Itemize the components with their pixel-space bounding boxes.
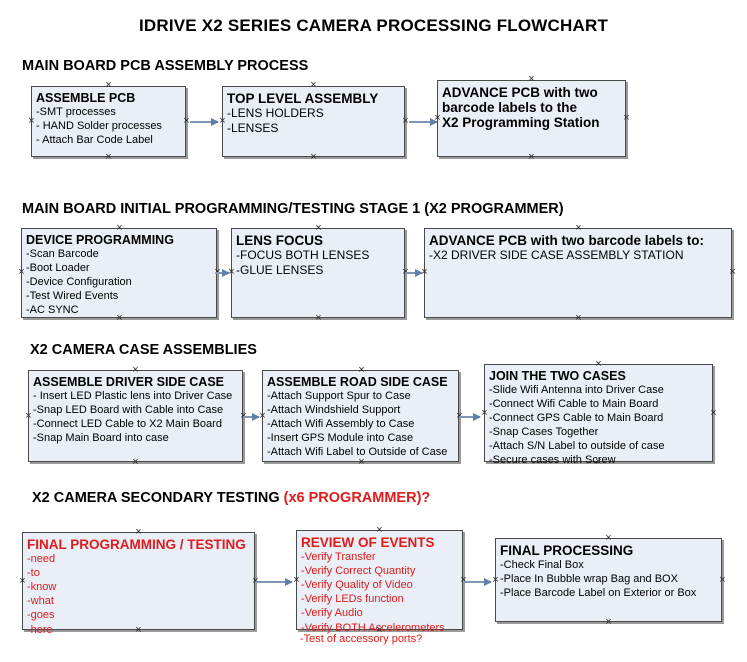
node-line: -Place Barcode Label on Exterior or Box (500, 587, 697, 600)
node-line: -Connect Wifi Cable to Main Board (489, 398, 659, 411)
node-line: -Connect GPS Cable to Main Board (489, 412, 664, 425)
node-line: -Test Wired Events (26, 290, 119, 303)
node-line: -GLUE LENSES (236, 263, 324, 278)
section-heading-main-board-pcb-assembly-process: MAIN BOARD PCB ASSEMBLY PROCESS (22, 58, 308, 74)
section-heading-main-board-initial-programming-testing-stage-1: MAIN BOARD INITIAL PROGRAMMING/TESTING S… (22, 201, 564, 217)
connector-lens-focus-to-advance-pcb-driver-side (406, 269, 423, 277)
connector-review-of-events-to-final-processing (464, 578, 492, 586)
node-line: -Attach S/N Label to outside of case (489, 440, 665, 453)
node-assemble-pcb[interactable]: ASSEMBLE PCB -SMT processes - HAND Solde… (31, 86, 186, 157)
node-header: DEVICE PROGRAMMING (26, 233, 174, 247)
node-line: -Snap LED Board with Cable into Case (33, 404, 224, 417)
node-line: -Verify Audio (301, 607, 363, 620)
node-line: -to (27, 567, 40, 580)
node-line: -Verify Correct Quantity (301, 565, 416, 578)
section-heading-text: X2 CAMERA SECONDARY TESTING (32, 490, 284, 506)
node-device-programming[interactable]: DEVICE PROGRAMMING -Scan Barcode -Boot L… (21, 228, 217, 318)
node-line: -Check Final Box (500, 559, 584, 572)
section-heading-x2-camera-secondary-testing: X2 CAMERA SECONDARY TESTING (x6 PROGRAMM… (32, 490, 430, 506)
section-heading-text: MAIN BOARD PCB ASSEMBLY PROCESS (22, 58, 309, 74)
node-line: -Verify BOTH Accelerometers (301, 621, 445, 634)
node-line: X2 Programming Station (442, 115, 600, 131)
node-line: -Verify LEDs function (301, 593, 404, 606)
node-final-programming-testing[interactable]: FINAL PROGRAMMING / TESTING -need -to -k… (22, 532, 255, 636)
node-line: - Insert LED Plastic lens into Driver Ca… (33, 390, 233, 402)
node-line: -Attach Support Spur to Case (267, 390, 411, 402)
node-header: TOP LEVEL ASSEMBLY (227, 91, 379, 106)
connector-top-level-assembly-to-advance-pcb (409, 118, 438, 126)
node-line: - Attach Bar Code Label (36, 134, 153, 147)
node-header: ADVANCE PCB with two barcode labels to: (429, 233, 705, 248)
node-line: -Device Configuration (26, 276, 132, 289)
node-line: -Slide Wifi Antenna into Driver Case (489, 384, 664, 396)
node-line: -goes (27, 609, 55, 622)
node-assemble-road-side-case[interactable]: ASSEMBLE ROAD SIDE CASE -Attach Support … (262, 370, 459, 462)
node-line: -Secure cases with Screw (489, 454, 616, 467)
node-review-of-events[interactable]: REVIEW OF EVENTS -Verify Transfer -Verif… (296, 530, 463, 645)
node-advance-pcb-to-driver-side-case-assembly-station[interactable]: ADVANCE PCB with two barcode labels to: … (424, 228, 732, 318)
node-assemble-driver-side-case[interactable]: ASSEMBLE DRIVER SIDE CASE - Insert LED P… (28, 370, 243, 462)
node-top-level-assembly[interactable]: TOP LEVEL ASSEMBLY -LENS HOLDERS -LENSES (222, 86, 405, 157)
node-line: -X2 DRIVER SIDE CASE ASSEMBLY STATION (429, 248, 684, 263)
node-line: -what (27, 595, 54, 608)
section-heading-accent: (x6 PROGRAMMER)? (283, 490, 431, 506)
node-line: -Connect LED Cable to X2 Main Board (33, 418, 222, 431)
node-line: -Place In Bubble wrap Bag and BOX (500, 573, 678, 586)
node-header: ASSEMBLE ROAD SIDE CASE (267, 375, 448, 389)
node-line: -need (27, 553, 56, 566)
node-line: -SMT processes (36, 106, 116, 118)
node-header: FINAL PROCESSING (500, 543, 634, 558)
node-header: REVIEW OF EVENTS (301, 535, 435, 550)
node-line: -Boot Loader (26, 262, 90, 275)
section-heading-x2-camera-case-assemblies: X2 CAMERA CASE ASSEMBLIES (30, 342, 257, 358)
node-lens-focus[interactable]: LENS FOCUS -FOCUS BOTH LENSES -GLUE LENS… (231, 228, 405, 318)
node-advance-pcb-to-x2-programming-station[interactable]: ADVANCE PCB with two barcode labels to t… (437, 80, 626, 157)
node-line: barcode labels to the (442, 100, 578, 116)
node-line: -Verify Transfer (301, 551, 376, 564)
node-line: -Snap Main Board into case (33, 432, 169, 445)
node-line: -Attach Windshield Support (267, 404, 401, 417)
node-line: -Attach Wifi Assembly to Case (267, 418, 415, 431)
node-line: -Scan Barcode (26, 248, 99, 260)
section-heading-text: X2 CAMERA CASE ASSEMBLIES (30, 342, 257, 358)
node-line: -AC SYNC (26, 304, 79, 317)
connector-driver-side-to-road-side (244, 413, 260, 421)
connector-road-side-to-join-cases (460, 413, 481, 421)
node-line: -Attach Wifi Label to Outside of Case (267, 446, 448, 459)
node-final-processing[interactable]: FINAL PROCESSING -Check Final Box -Place… (495, 538, 722, 622)
node-line: -here (27, 623, 53, 636)
connector-device-programming-to-lens-focus (216, 269, 230, 277)
node-line: -LENS HOLDERS (227, 106, 324, 121)
node-line: -FOCUS BOTH LENSES (236, 248, 370, 263)
node-header: ASSEMBLE PCB (36, 91, 136, 105)
connector-assemble-pcb-to-top-level-assembly (190, 118, 219, 126)
node-line: -know (27, 581, 57, 594)
node-line: -Verify Quality of Video (301, 579, 413, 592)
node-line: -Snap Cases Together (489, 426, 599, 439)
connector-final-programming-to-review-of-events (256, 578, 293, 586)
node-header: FINAL PROGRAMMING / TESTING (27, 537, 246, 552)
node-header: LENS FOCUS (236, 233, 324, 248)
node-join-the-two-cases[interactable]: JOIN THE TWO CASES -Slide Wifi Antenna i… (484, 364, 713, 466)
node-line: -LENSES (227, 121, 279, 136)
node-line: - HAND Solder processes (36, 120, 162, 133)
node-line: -Insert GPS Module into Case (267, 432, 414, 445)
page-title: IDRIVE X2 SERIES CAMERA PROCESSING FLOWC… (138, 16, 609, 35)
node-header: JOIN THE TWO CASES (489, 369, 626, 383)
node-header: ASSEMBLE DRIVER SIDE CASE (33, 375, 225, 389)
section-heading-text: MAIN BOARD INITIAL PROGRAMMING/TESTING S… (22, 201, 564, 217)
node-overflow-line: -Test of accessory ports? (300, 633, 423, 645)
node-header: ADVANCE PCB with two (442, 85, 598, 100)
